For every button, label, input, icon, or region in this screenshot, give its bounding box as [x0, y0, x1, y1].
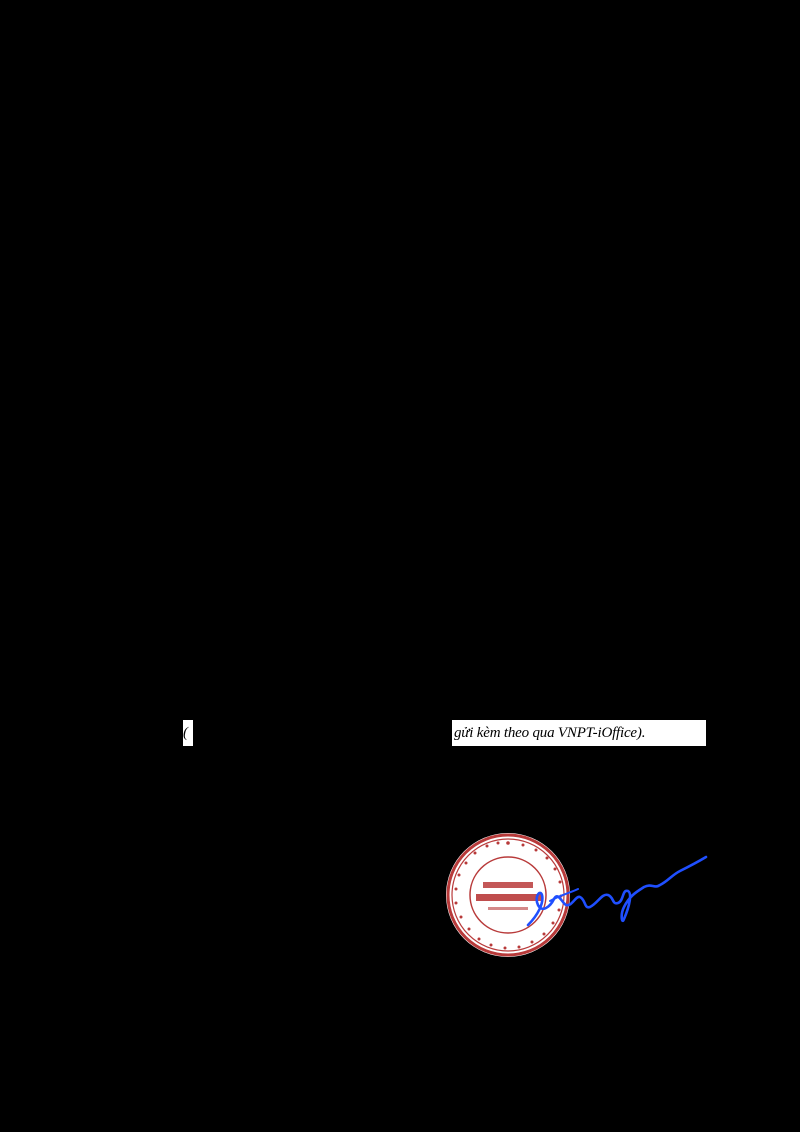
- text-fragment-left: (: [183, 720, 193, 746]
- text-fragment-right: gửi kèm theo qua VNPT-iOffice).: [452, 720, 706, 746]
- official-seal: [443, 830, 573, 960]
- handwritten-signature: [520, 845, 710, 935]
- left-fragment-text: (: [183, 725, 188, 741]
- right-fragment-text: gửi kèm theo qua VNPT-iOffice).: [454, 725, 646, 741]
- seal-icon: [446, 833, 570, 957]
- signature-icon: [526, 855, 708, 927]
